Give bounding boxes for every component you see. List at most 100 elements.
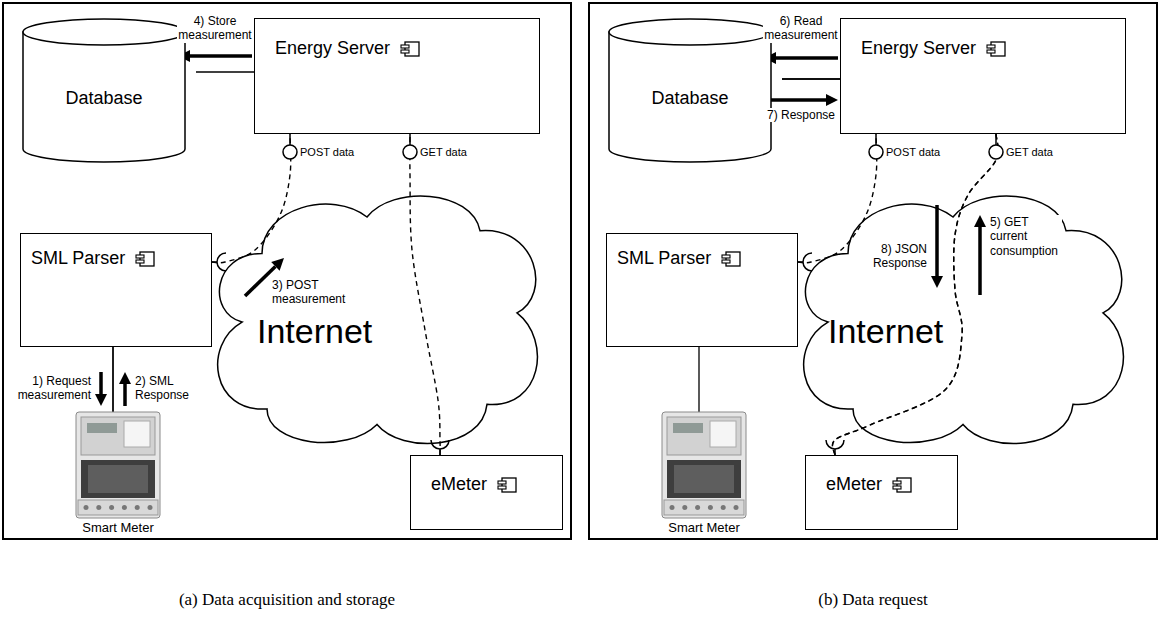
subfigure-caption: (a) Data acquisition and storage <box>4 590 570 610</box>
interface-stem <box>409 134 411 145</box>
meter-housing <box>662 412 746 518</box>
connector <box>699 347 700 412</box>
connector <box>410 134 440 455</box>
connector-line <box>698 347 699 412</box>
connector <box>764 79 840 106</box>
component-icon <box>892 477 912 493</box>
terminal-screw <box>96 505 101 510</box>
database-cylinder: Database <box>598 18 782 163</box>
icon-body <box>897 478 911 492</box>
arrow-head <box>931 276 943 288</box>
dashed-connector <box>410 134 440 455</box>
meter-plate <box>124 421 150 447</box>
component-label: eMeter <box>826 474 882 495</box>
icon-tab <box>136 260 144 263</box>
icon-tab <box>987 45 995 48</box>
component-icon <box>986 41 1006 57</box>
component-icon <box>400 41 420 57</box>
component-label: eMeter <box>431 474 487 495</box>
terminal-screw <box>695 505 700 510</box>
connector-line <box>782 78 840 79</box>
connector <box>798 134 877 263</box>
icon-tab <box>401 50 409 53</box>
socket-cup <box>826 440 844 449</box>
component-heading: eMeter <box>826 474 912 495</box>
icon-tab <box>987 50 995 53</box>
component-heading: Energy Server <box>861 38 1006 59</box>
interface-stem <box>289 134 291 145</box>
socket-cup <box>803 253 812 271</box>
interface-ball <box>989 145 1003 159</box>
interface-label: POST data <box>300 146 354 159</box>
dashed-connector <box>832 134 998 455</box>
cylinder-top <box>23 19 185 45</box>
connector-line <box>112 347 113 412</box>
icon-tab <box>722 255 730 258</box>
component-heading: SML Parser <box>31 248 155 269</box>
component-box: Energy Server <box>840 18 1126 134</box>
meter-photo <box>654 412 754 518</box>
component-icon <box>721 251 741 267</box>
message-arrow <box>764 98 826 102</box>
dashed-connector <box>832 134 998 455</box>
message-label: 7) Response <box>763 108 839 122</box>
dashed-connector <box>212 134 291 263</box>
interface-ball <box>403 145 417 159</box>
interface-stem <box>875 134 877 145</box>
connector-line <box>782 78 840 79</box>
component-box: eMeter <box>805 455 958 530</box>
cloud-label: Internet <box>828 314 943 348</box>
meter-plate <box>710 421 736 447</box>
device-label: Smart Meter <box>38 521 198 536</box>
interface-ball <box>869 145 883 159</box>
database-cylinder: Database <box>12 18 196 163</box>
message-label: 2) SML Response <box>135 374 193 403</box>
component-label: Energy Server <box>275 38 390 59</box>
component-label: SML Parser <box>617 248 711 269</box>
message-label: 8) JSON Response <box>869 242 927 271</box>
subfigure-caption: (b) Data request <box>590 590 1156 610</box>
figure-panel: (b) Data requestDatabaseEnergy ServerSML… <box>588 2 1158 540</box>
component-box: SML Parser <box>606 233 798 347</box>
message-arrow <box>190 54 252 58</box>
terminal-screw <box>682 505 687 510</box>
cloud-label: Internet <box>257 314 372 348</box>
connector <box>212 134 291 296</box>
component-heading: SML Parser <box>617 248 741 269</box>
meter-cavity <box>674 465 734 493</box>
component-icon <box>135 251 155 267</box>
meter-photo <box>68 412 168 518</box>
icon-tab <box>136 255 144 258</box>
terminal-screw <box>135 505 140 510</box>
icon-tab <box>498 481 506 484</box>
connector <box>832 134 998 455</box>
message-arrow <box>123 384 127 406</box>
connector <box>178 50 254 72</box>
meter-top <box>667 417 741 455</box>
cloud-path <box>804 196 1124 444</box>
icon-tab <box>722 260 730 263</box>
message-label: 3) POST measurement <box>272 278 348 307</box>
message-arrow <box>776 56 838 60</box>
message-label: 4) Store measurement <box>177 14 253 43</box>
icon-body <box>405 42 419 56</box>
smart-meter: Smart Meter <box>654 412 754 518</box>
interface-label: GET data <box>1006 146 1053 159</box>
internet-cloud: Internet <box>212 185 542 450</box>
device-label: Smart Meter <box>624 521 784 536</box>
terminal-screw <box>84 505 89 510</box>
connector-line <box>196 71 254 72</box>
message-arrow <box>245 266 275 296</box>
meter-terminals <box>664 500 744 515</box>
arrow-head <box>974 215 986 227</box>
terminal-screw <box>109 505 114 510</box>
connector <box>832 134 998 455</box>
terminal-screw <box>721 505 726 510</box>
database-label: Database <box>12 88 196 109</box>
meter-cover <box>667 460 741 498</box>
component-label: Energy Server <box>861 38 976 59</box>
socket-cup <box>217 253 226 271</box>
message-arrow <box>978 227 982 295</box>
meter-cavity <box>88 465 148 493</box>
message-arrow <box>935 205 939 276</box>
